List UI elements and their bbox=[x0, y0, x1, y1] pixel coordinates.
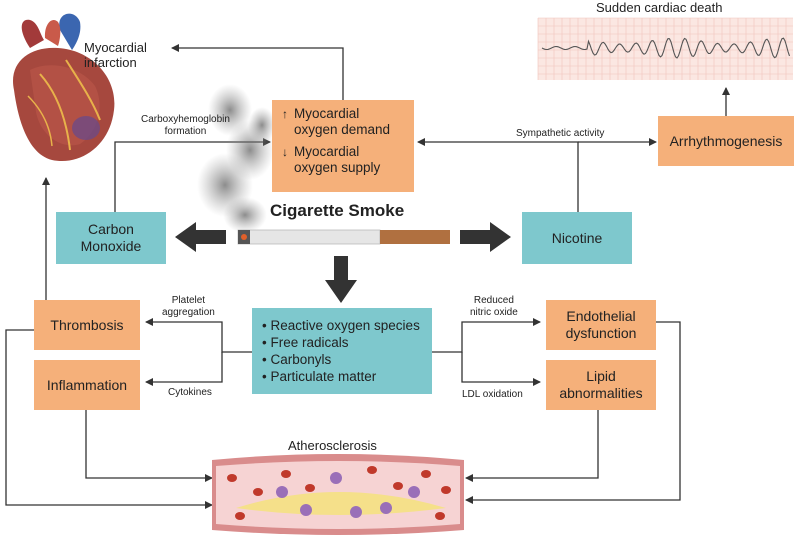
thick-arrow-to-co bbox=[175, 222, 226, 252]
thick-arrow-to-nicotine bbox=[460, 222, 511, 252]
down-arrow-icon: ↓ bbox=[282, 145, 288, 159]
white-blood-cell bbox=[350, 506, 362, 518]
white-blood-cell bbox=[408, 486, 420, 498]
red-blood-cell bbox=[253, 488, 263, 496]
red-blood-cell bbox=[235, 512, 245, 520]
label-cytokines: Cytokines bbox=[168, 387, 212, 398]
thick-arrow-to-ros bbox=[325, 256, 357, 303]
white-blood-cell bbox=[300, 504, 312, 516]
arrow-ros-to-thrombosis bbox=[145, 318, 252, 353]
red-blood-cell bbox=[441, 486, 451, 494]
arrow-inflammation-to-athero bbox=[85, 410, 213, 482]
infarction-title: Myocardial infarction bbox=[84, 40, 147, 70]
label-sympathetic: Sympathetic activity bbox=[516, 128, 605, 139]
cigarette-smoke-title: Cigarette Smoke bbox=[270, 201, 405, 220]
red-blood-cell bbox=[367, 466, 377, 474]
arrow-ros-to-endothelial bbox=[432, 318, 541, 353]
arrow-thrombosis-to-athero bbox=[5, 329, 213, 509]
atherosclerosis-title: Atherosclerosis bbox=[288, 438, 377, 453]
arrow-co-to-demand bbox=[114, 138, 271, 212]
thrombosis-box: Thrombosis bbox=[34, 300, 140, 350]
ros-item: Free radicals bbox=[262, 334, 432, 351]
white-blood-cell bbox=[276, 486, 288, 498]
inflammation-box: Inflammation bbox=[34, 360, 140, 410]
ros-item: Carbonyls bbox=[262, 351, 432, 368]
arrow-endothelial-to-athero bbox=[465, 321, 681, 504]
red-blood-cell bbox=[421, 470, 431, 478]
arrow-ros-to-lipid bbox=[461, 352, 541, 386]
ros-box: Reactive oxygen species Free radicals Ca… bbox=[252, 308, 432, 394]
ros-item: Reactive oxygen species bbox=[262, 317, 432, 334]
nicotine-box: Nicotine bbox=[522, 212, 632, 264]
white-blood-cell bbox=[380, 502, 392, 514]
red-blood-cell bbox=[305, 484, 315, 492]
ros-item: Particulate matter bbox=[262, 368, 432, 385]
arrhythmogenesis-box: Arrhythmogenesis bbox=[658, 116, 794, 166]
up-arrow-icon: ↑ bbox=[282, 107, 288, 121]
red-blood-cell bbox=[227, 474, 237, 482]
arrow-ros-to-inflammation bbox=[145, 352, 223, 386]
red-blood-cell bbox=[393, 482, 403, 490]
arrow-lipid-to-athero bbox=[465, 410, 599, 482]
red-blood-cell bbox=[435, 512, 445, 520]
arrow-demand-to-infarction bbox=[171, 44, 344, 100]
white-blood-cell bbox=[330, 472, 342, 484]
sudden-death-title: Sudden cardiac death bbox=[596, 0, 723, 15]
red-blood-cell bbox=[281, 470, 291, 478]
smoke-cloud bbox=[197, 84, 276, 233]
label-ldl-oxidation: LDL oxidation bbox=[462, 389, 523, 400]
